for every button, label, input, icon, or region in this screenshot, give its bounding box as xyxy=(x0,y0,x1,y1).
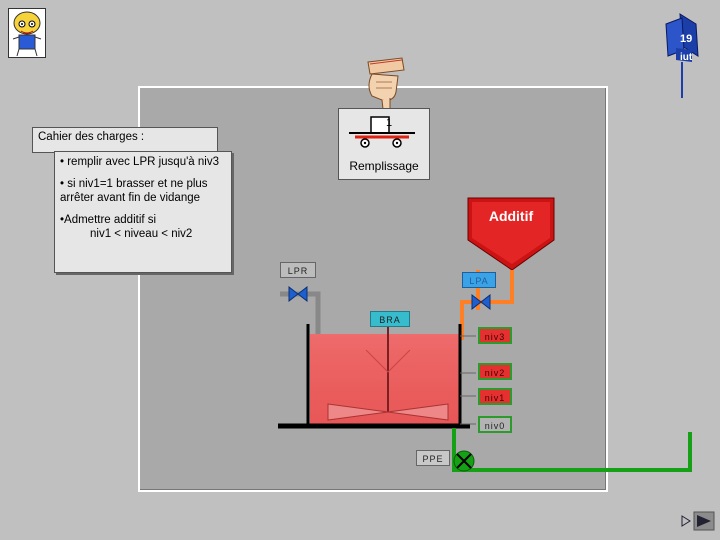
spec-item: •Admettre additif si xyxy=(60,214,157,226)
level-sensor-niv1: niv1 xyxy=(478,388,512,405)
play-icon[interactable] xyxy=(681,515,691,527)
cartoon-logo-icon xyxy=(8,8,46,58)
spec-item: niv1 < niveau < niv2 xyxy=(90,228,193,240)
ppe-tag: PPE xyxy=(416,450,450,466)
spec-title: Cahier des charges : xyxy=(32,127,218,153)
spec-box: • remplir avec LPR jusqu'à niv3 • si niv… xyxy=(54,151,232,273)
lpr-valve-icon[interactable] xyxy=(288,286,308,302)
step-box[interactable]: 1 xyxy=(338,108,430,180)
lpa-tag: LPA xyxy=(462,272,496,288)
level-sensor-niv2: niv2 xyxy=(478,363,512,380)
level-sensor-niv3: niv3 xyxy=(478,327,512,344)
nav-buttons xyxy=(680,510,716,532)
step-label: Remplissage xyxy=(349,159,419,173)
spec-item: • si niv1=1 brasser et ne plus arrêter a… xyxy=(60,178,208,204)
lpa-valve-icon[interactable] xyxy=(471,294,491,310)
step-number: 1 xyxy=(385,117,393,129)
additif-label: Additif xyxy=(488,208,534,224)
spec-title-text: Cahier des charges : xyxy=(38,131,145,143)
lpr-tag: LPR xyxy=(280,262,316,278)
iut-logo-icon: 19 iut xyxy=(662,6,708,98)
bra-tag: BRA xyxy=(370,311,410,327)
svg-text:19: 19 xyxy=(680,33,692,45)
level-sensor-niv0: niv0 xyxy=(478,416,512,433)
next-slide-icon[interactable] xyxy=(693,511,715,531)
svg-text:iut: iut xyxy=(680,52,693,63)
spec-item: • remplir avec LPR jusqu'à niv3 xyxy=(60,156,219,168)
